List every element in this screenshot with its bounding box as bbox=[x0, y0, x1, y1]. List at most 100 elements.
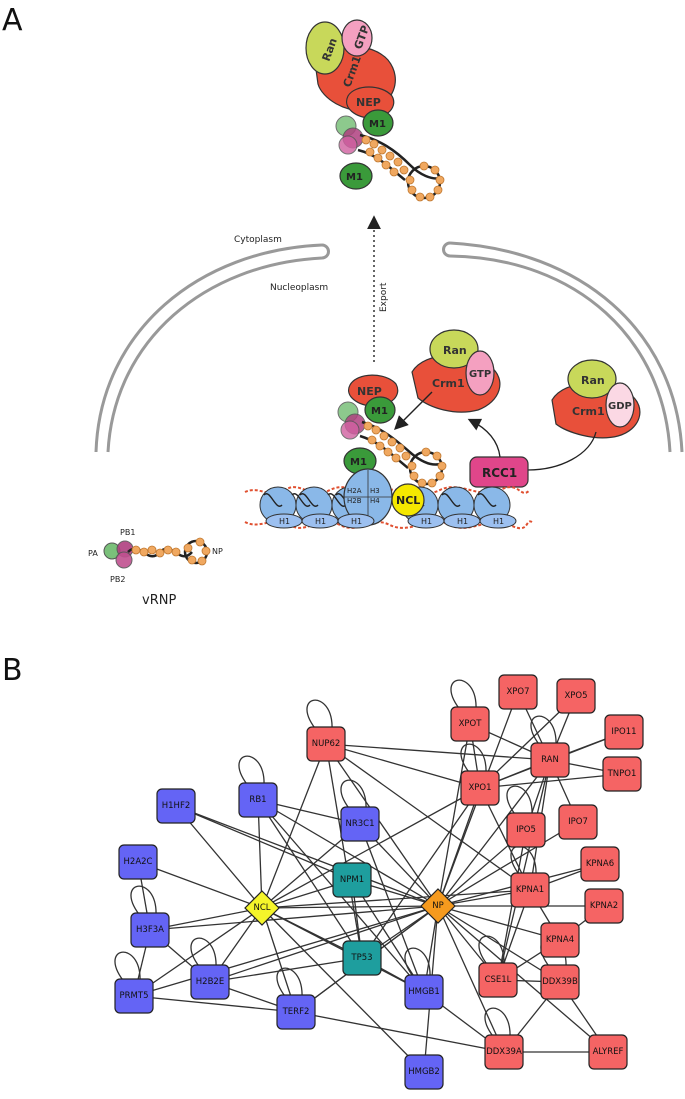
network-node-npm1[interactable]: NPM1 bbox=[332, 862, 372, 898]
self-loop-xpot bbox=[450, 679, 477, 713]
self-loop-xpo1 bbox=[460, 743, 487, 777]
network-edge-nr3c1-hmgb1 bbox=[359, 823, 425, 993]
node-label-xpo7: XPO7 bbox=[506, 687, 529, 697]
nep-label-top: NEP bbox=[356, 96, 381, 109]
network-node-h3f3a[interactable]: H3F3A bbox=[130, 912, 170, 948]
node-label-xpo1: XPO1 bbox=[468, 783, 491, 793]
network-node-nup62[interactable]: NUP62 bbox=[306, 726, 346, 762]
pa-label: PA bbox=[88, 549, 98, 558]
network-edge-np-h3f3a bbox=[149, 905, 439, 931]
network-node-kpna1[interactable]: KPNA1 bbox=[510, 872, 550, 908]
self-loop-ran bbox=[530, 715, 557, 749]
self-loop-nup62 bbox=[306, 699, 333, 733]
self-loop-h2b2e bbox=[190, 937, 217, 971]
network-node-cse1l[interactable]: CSE1L bbox=[478, 962, 518, 998]
network-node-ipo5[interactable]: IPO5 bbox=[506, 812, 546, 848]
self-loop-ipo5 bbox=[506, 785, 533, 819]
panel-b-label: B bbox=[2, 653, 23, 688]
node-label-h2a2c: H2A2C bbox=[124, 857, 153, 867]
h1-label-6: H1 bbox=[493, 517, 504, 526]
self-loop-prmt5 bbox=[114, 951, 141, 985]
network-node-ipo7[interactable]: IPO7 bbox=[558, 804, 598, 840]
h3-label: H3 bbox=[370, 487, 380, 495]
network-node-kpna4[interactable]: KPNA4 bbox=[540, 922, 580, 958]
gtp-label-mid: GTP bbox=[469, 369, 491, 380]
node-label-kpna1: KPNA1 bbox=[516, 885, 544, 895]
self-loop-ddx39a bbox=[484, 1007, 511, 1041]
h1-label-5: H1 bbox=[457, 517, 468, 526]
network-node-ncl[interactable]: NCL bbox=[244, 890, 280, 926]
m1-shape-top-b bbox=[339, 162, 373, 190]
network-node-hmgb1[interactable]: HMGB1 bbox=[404, 974, 444, 1010]
network-edge-np-xpot bbox=[437, 723, 471, 907]
node-shape-tp53 bbox=[342, 940, 382, 976]
node-shape-hmgb1 bbox=[404, 974, 444, 1010]
network-node-xpot[interactable]: XPOT bbox=[450, 706, 490, 742]
network-node-ran[interactable]: RAN bbox=[530, 742, 570, 778]
node-shape-kpna1 bbox=[510, 872, 550, 908]
node-shape-nup62 bbox=[306, 726, 346, 762]
export-label: Export bbox=[379, 282, 389, 312]
network-node-rb1[interactable]: RB1 bbox=[238, 782, 278, 818]
network-node-hmgb2[interactable]: HMGB2 bbox=[404, 1054, 444, 1090]
node-label-alyref: ALYREF bbox=[593, 1047, 624, 1057]
node-label-ipo5: IPO5 bbox=[516, 825, 536, 835]
node-shape-h1hf2 bbox=[156, 788, 196, 824]
node-shape-prmt5 bbox=[114, 978, 154, 1014]
node-shape-ipo11 bbox=[604, 714, 644, 750]
crm1-label-right: Crm1 bbox=[572, 405, 605, 418]
gdp-shape-right bbox=[605, 382, 635, 428]
node-shape-hmgb2 bbox=[404, 1054, 444, 1090]
panel-a-diagram: A Cytoplasm Nucleoplasm Export Crm1 Ran … bbox=[2, 3, 684, 608]
node-shape-kpna2 bbox=[584, 888, 624, 924]
network-node-ddx39a[interactable]: DDX39A bbox=[484, 1034, 524, 1070]
node-shape-xpo7 bbox=[498, 674, 538, 710]
network-node-np[interactable]: NP bbox=[420, 888, 456, 924]
network-node-ddx39b[interactable]: DDX39B bbox=[540, 964, 580, 1000]
network-edge-nup62-tp53 bbox=[325, 743, 363, 959]
network-node-prmt5[interactable]: PRMT5 bbox=[114, 978, 154, 1014]
network-node-xpo7[interactable]: XPO7 bbox=[498, 674, 538, 710]
node-label-h2b2e: H2B2E bbox=[196, 977, 224, 987]
nucleoplasm-label: Nucleoplasm bbox=[270, 283, 328, 293]
network-node-kpna6[interactable]: KPNA6 bbox=[580, 846, 620, 882]
node-shape-ran bbox=[530, 742, 570, 778]
self-loop-terf2 bbox=[276, 967, 303, 1001]
network-edge-prmt5-terf2 bbox=[133, 995, 297, 1013]
network-node-h2b2e[interactable]: H2B2E bbox=[190, 964, 230, 1000]
h2a-label: H2A bbox=[347, 487, 362, 495]
node-label-nup62: NUP62 bbox=[312, 739, 341, 749]
network-node-xpo1[interactable]: XPO1 bbox=[460, 770, 500, 806]
m1-shape-top-a bbox=[362, 109, 394, 137]
network-edge-npm1-hmgb1 bbox=[351, 879, 425, 993]
network-node-h2a2c[interactable]: H2A2C bbox=[118, 844, 158, 880]
node-label-hmgb2: HMGB2 bbox=[408, 1067, 440, 1077]
node-shape-xpot bbox=[450, 706, 490, 742]
m1-label-top-a: M1 bbox=[369, 119, 386, 130]
rnp-coil-top bbox=[357, 133, 445, 202]
self-loop-nr3c1 bbox=[340, 779, 367, 813]
node-shape-tnpo1 bbox=[602, 756, 642, 792]
network-node-kpna2[interactable]: KPNA2 bbox=[584, 888, 624, 924]
network-edge-tp53-rb1 bbox=[257, 799, 363, 959]
ncl-shape bbox=[391, 483, 425, 517]
self-loop-h3f3a bbox=[130, 885, 157, 919]
network-edge-np-ipo7 bbox=[437, 821, 579, 907]
network-node-tp53[interactable]: TP53 bbox=[342, 940, 382, 976]
network-node-xpo5[interactable]: XPO5 bbox=[556, 678, 596, 714]
nuclear-vrnp-complex: NEP M1 M1 bbox=[337, 374, 447, 488]
network-node-terf2[interactable]: TERF2 bbox=[276, 994, 316, 1030]
network-node-ipo11[interactable]: IPO11 bbox=[604, 714, 644, 750]
network-node-h1hf2[interactable]: H1HF2 bbox=[156, 788, 196, 824]
nep-label-mid: NEP bbox=[357, 385, 382, 398]
network-edge-xpo1-tnpo1 bbox=[479, 773, 623, 789]
node-label-terf2: TERF2 bbox=[282, 1007, 310, 1017]
node-label-kpna4: KPNA4 bbox=[546, 935, 574, 945]
crm1-binding-arrow bbox=[394, 391, 433, 430]
network-edge-ddx39a-terf2 bbox=[295, 1011, 505, 1053]
network-node-alyref[interactable]: ALYREF bbox=[588, 1034, 628, 1070]
network-node-tnpo1[interactable]: TNPO1 bbox=[602, 756, 642, 792]
network-node-nr3c1[interactable]: NR3C1 bbox=[340, 806, 380, 842]
node-shape-xpo5 bbox=[556, 678, 596, 714]
